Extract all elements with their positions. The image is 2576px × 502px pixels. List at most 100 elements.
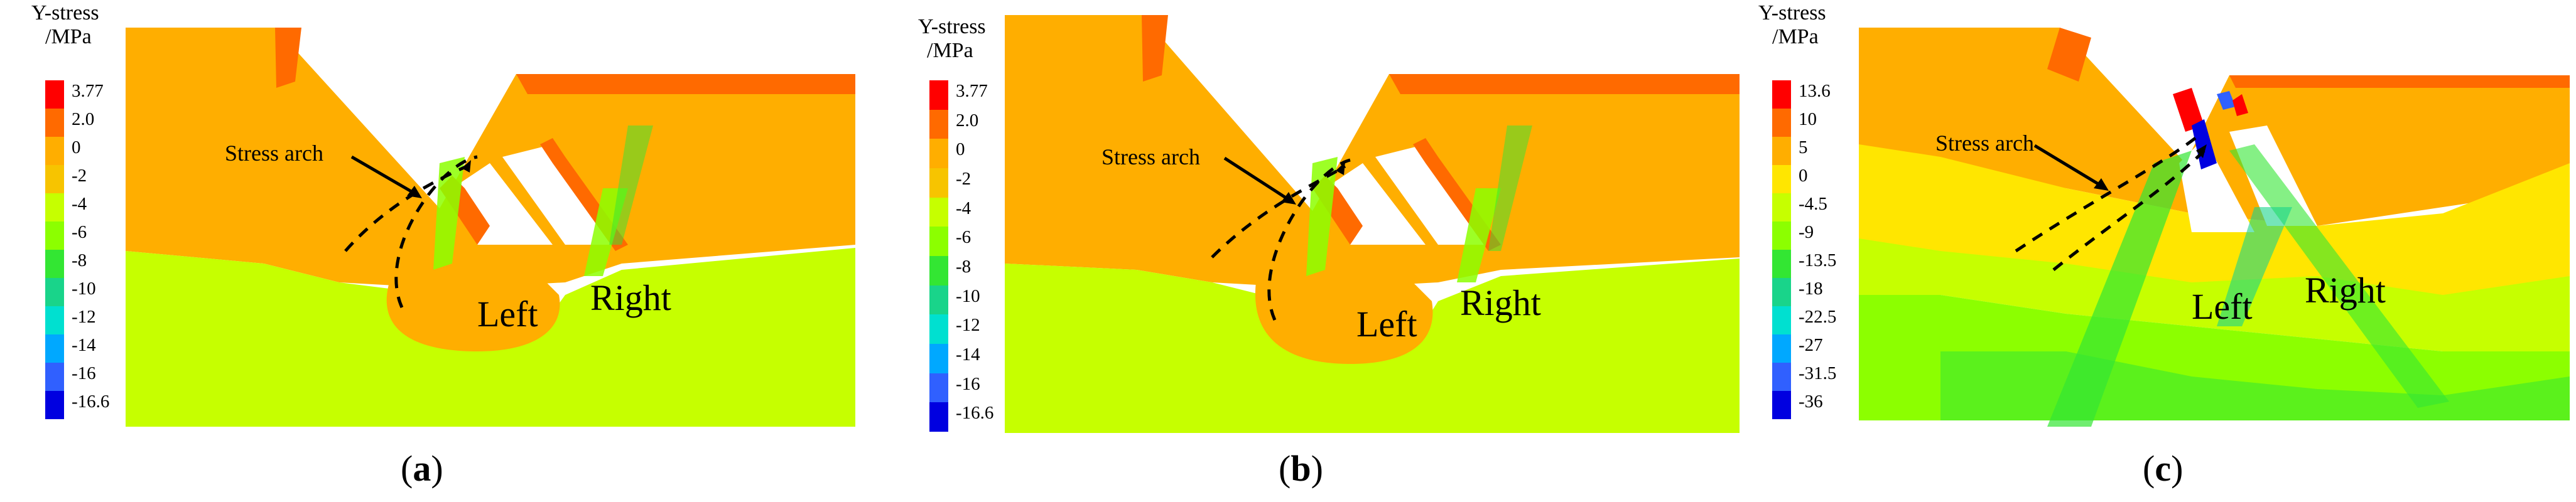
right-shear-band bbox=[1457, 188, 1501, 282]
legend-swatch bbox=[929, 344, 948, 373]
lower-rock-zone bbox=[126, 248, 855, 427]
caption-open-paren: ( bbox=[1279, 448, 1291, 489]
panel-caption: (c) bbox=[2143, 447, 2183, 491]
crest-high-stress-zone bbox=[1142, 15, 1168, 82]
legend-swatch bbox=[929, 314, 948, 344]
legend-swatch bbox=[45, 165, 64, 193]
legend-swatch bbox=[45, 80, 64, 109]
left-diagonal-shear-band bbox=[2047, 151, 2192, 427]
stress-arch-curve-outer bbox=[394, 155, 478, 309]
legend-tick-label: 0 bbox=[72, 137, 81, 158]
legend-swatch bbox=[45, 193, 64, 222]
legend-swatch bbox=[45, 363, 64, 391]
stress-arch-arrowhead bbox=[2196, 144, 2207, 158]
legend-tick-label: 5 bbox=[1799, 137, 1808, 158]
legend-swatch bbox=[1772, 250, 1791, 278]
stress-arch-curve-outer bbox=[2015, 137, 2197, 253]
legend-tick-label: 3.77 bbox=[72, 81, 104, 101]
legend-swatch bbox=[45, 250, 64, 278]
annotation-arrowhead bbox=[1281, 192, 1296, 205]
legend-swatch bbox=[1772, 222, 1791, 250]
crest-high-stress-zone bbox=[275, 28, 301, 88]
caption-open-paren: ( bbox=[2143, 448, 2155, 489]
legend-swatch bbox=[929, 109, 948, 139]
pillar-stress-bulb bbox=[1255, 276, 1433, 364]
annotation-leader bbox=[350, 155, 416, 195]
panel-caption: (b) bbox=[1279, 447, 1323, 491]
legend-swatch bbox=[929, 227, 948, 256]
legend-tick-label: -10 bbox=[72, 279, 96, 299]
stress-arch-curve-inner bbox=[1211, 164, 1346, 259]
legend-tick-label: -2 bbox=[956, 169, 971, 189]
legend-swatch bbox=[929, 402, 948, 432]
legend-swatch bbox=[45, 391, 64, 419]
annotation-leader bbox=[2033, 144, 2102, 188]
legend-tick-label: -36 bbox=[1799, 392, 1823, 412]
legend-tick-label: 0 bbox=[956, 139, 965, 160]
legend-tick-label: -16 bbox=[956, 373, 980, 394]
stress-contour-plot: Stress arch Left Right bbox=[126, 28, 855, 427]
legend-tick-label: -2 bbox=[72, 166, 87, 186]
crown-tensile-spot bbox=[2173, 88, 2204, 132]
legend-tick-label: -4 bbox=[956, 198, 971, 218]
central-shear-band bbox=[2217, 207, 2292, 326]
right-opening bbox=[1375, 144, 1495, 245]
legend-tick-label: 13.6 bbox=[1799, 81, 1831, 101]
legend-swatch bbox=[929, 285, 948, 315]
legend-tick-label: 0 bbox=[1799, 166, 1808, 186]
surface-high-stress-band bbox=[1389, 74, 1740, 94]
legend-tick-label: 2.0 bbox=[72, 109, 95, 129]
stress-arch-arrowhead bbox=[1336, 162, 1345, 175]
panel-caption: (a) bbox=[401, 447, 443, 491]
crown-tensile-spot-small bbox=[2232, 94, 2248, 116]
legend-swatch bbox=[1772, 109, 1791, 137]
legend-swatch bbox=[1772, 193, 1791, 222]
caption-letter: b bbox=[1291, 448, 1311, 489]
legend-tick-label: -6 bbox=[956, 227, 971, 248]
legend-swatch bbox=[45, 278, 64, 306]
legend-swatch bbox=[1772, 391, 1791, 419]
stress-arch-arrowhead bbox=[462, 160, 471, 173]
legend-swatch bbox=[929, 168, 948, 198]
stress-contour-plot: Stress arch Left Right bbox=[1005, 15, 1740, 433]
lower-rock-zone bbox=[1005, 259, 1740, 433]
legend-tick-label: -12 bbox=[72, 307, 96, 327]
annotation-arrowhead bbox=[407, 186, 422, 198]
left-shear-band bbox=[433, 157, 465, 270]
legend-swatch bbox=[1772, 80, 1791, 109]
legend-tick-label: -8 bbox=[956, 257, 971, 277]
left-opening-label: Left bbox=[2192, 286, 2253, 327]
legend-tick-label: -8 bbox=[72, 250, 87, 270]
legend-tick-label: -13.5 bbox=[1799, 250, 1837, 270]
surface-high-stress-band bbox=[516, 74, 855, 94]
right-slope-shear-band bbox=[1488, 125, 1532, 251]
legend-tick-label: -16 bbox=[72, 363, 96, 383]
caption-open-paren: ( bbox=[401, 448, 413, 489]
legend-title: Y-stress /MPa bbox=[31, 1, 99, 48]
left-opening-label: Left bbox=[1356, 304, 1417, 344]
legend-swatch bbox=[1772, 165, 1791, 193]
legend-tick-label: -10 bbox=[956, 286, 980, 306]
legend-tick-label: 10 bbox=[1799, 109, 1817, 129]
annotation-label: Stress arch bbox=[1101, 144, 1200, 169]
caption-letter: a bbox=[413, 448, 431, 489]
legend-swatch bbox=[45, 109, 64, 137]
legend-tick-label: -18 bbox=[1799, 279, 1823, 299]
legend-swatch bbox=[1772, 278, 1791, 306]
caption-close-paren: ) bbox=[431, 448, 443, 489]
legend-tick-label: 3.77 bbox=[956, 81, 988, 101]
legend-tick-label: -6 bbox=[72, 222, 87, 242]
legend-swatch bbox=[929, 80, 948, 110]
right-opening-label: Right bbox=[590, 277, 671, 318]
legend-tick-label: -4.5 bbox=[1799, 194, 1827, 214]
caption-close-paren: ) bbox=[2171, 448, 2184, 489]
legend-swatch bbox=[45, 334, 64, 363]
legend-tick-label: 2.0 bbox=[956, 110, 979, 131]
legend-title: Y-stress /MPa bbox=[1758, 1, 1826, 48]
stress-arch-curve-outer bbox=[1267, 158, 1351, 321]
legend-swatch bbox=[929, 373, 948, 403]
